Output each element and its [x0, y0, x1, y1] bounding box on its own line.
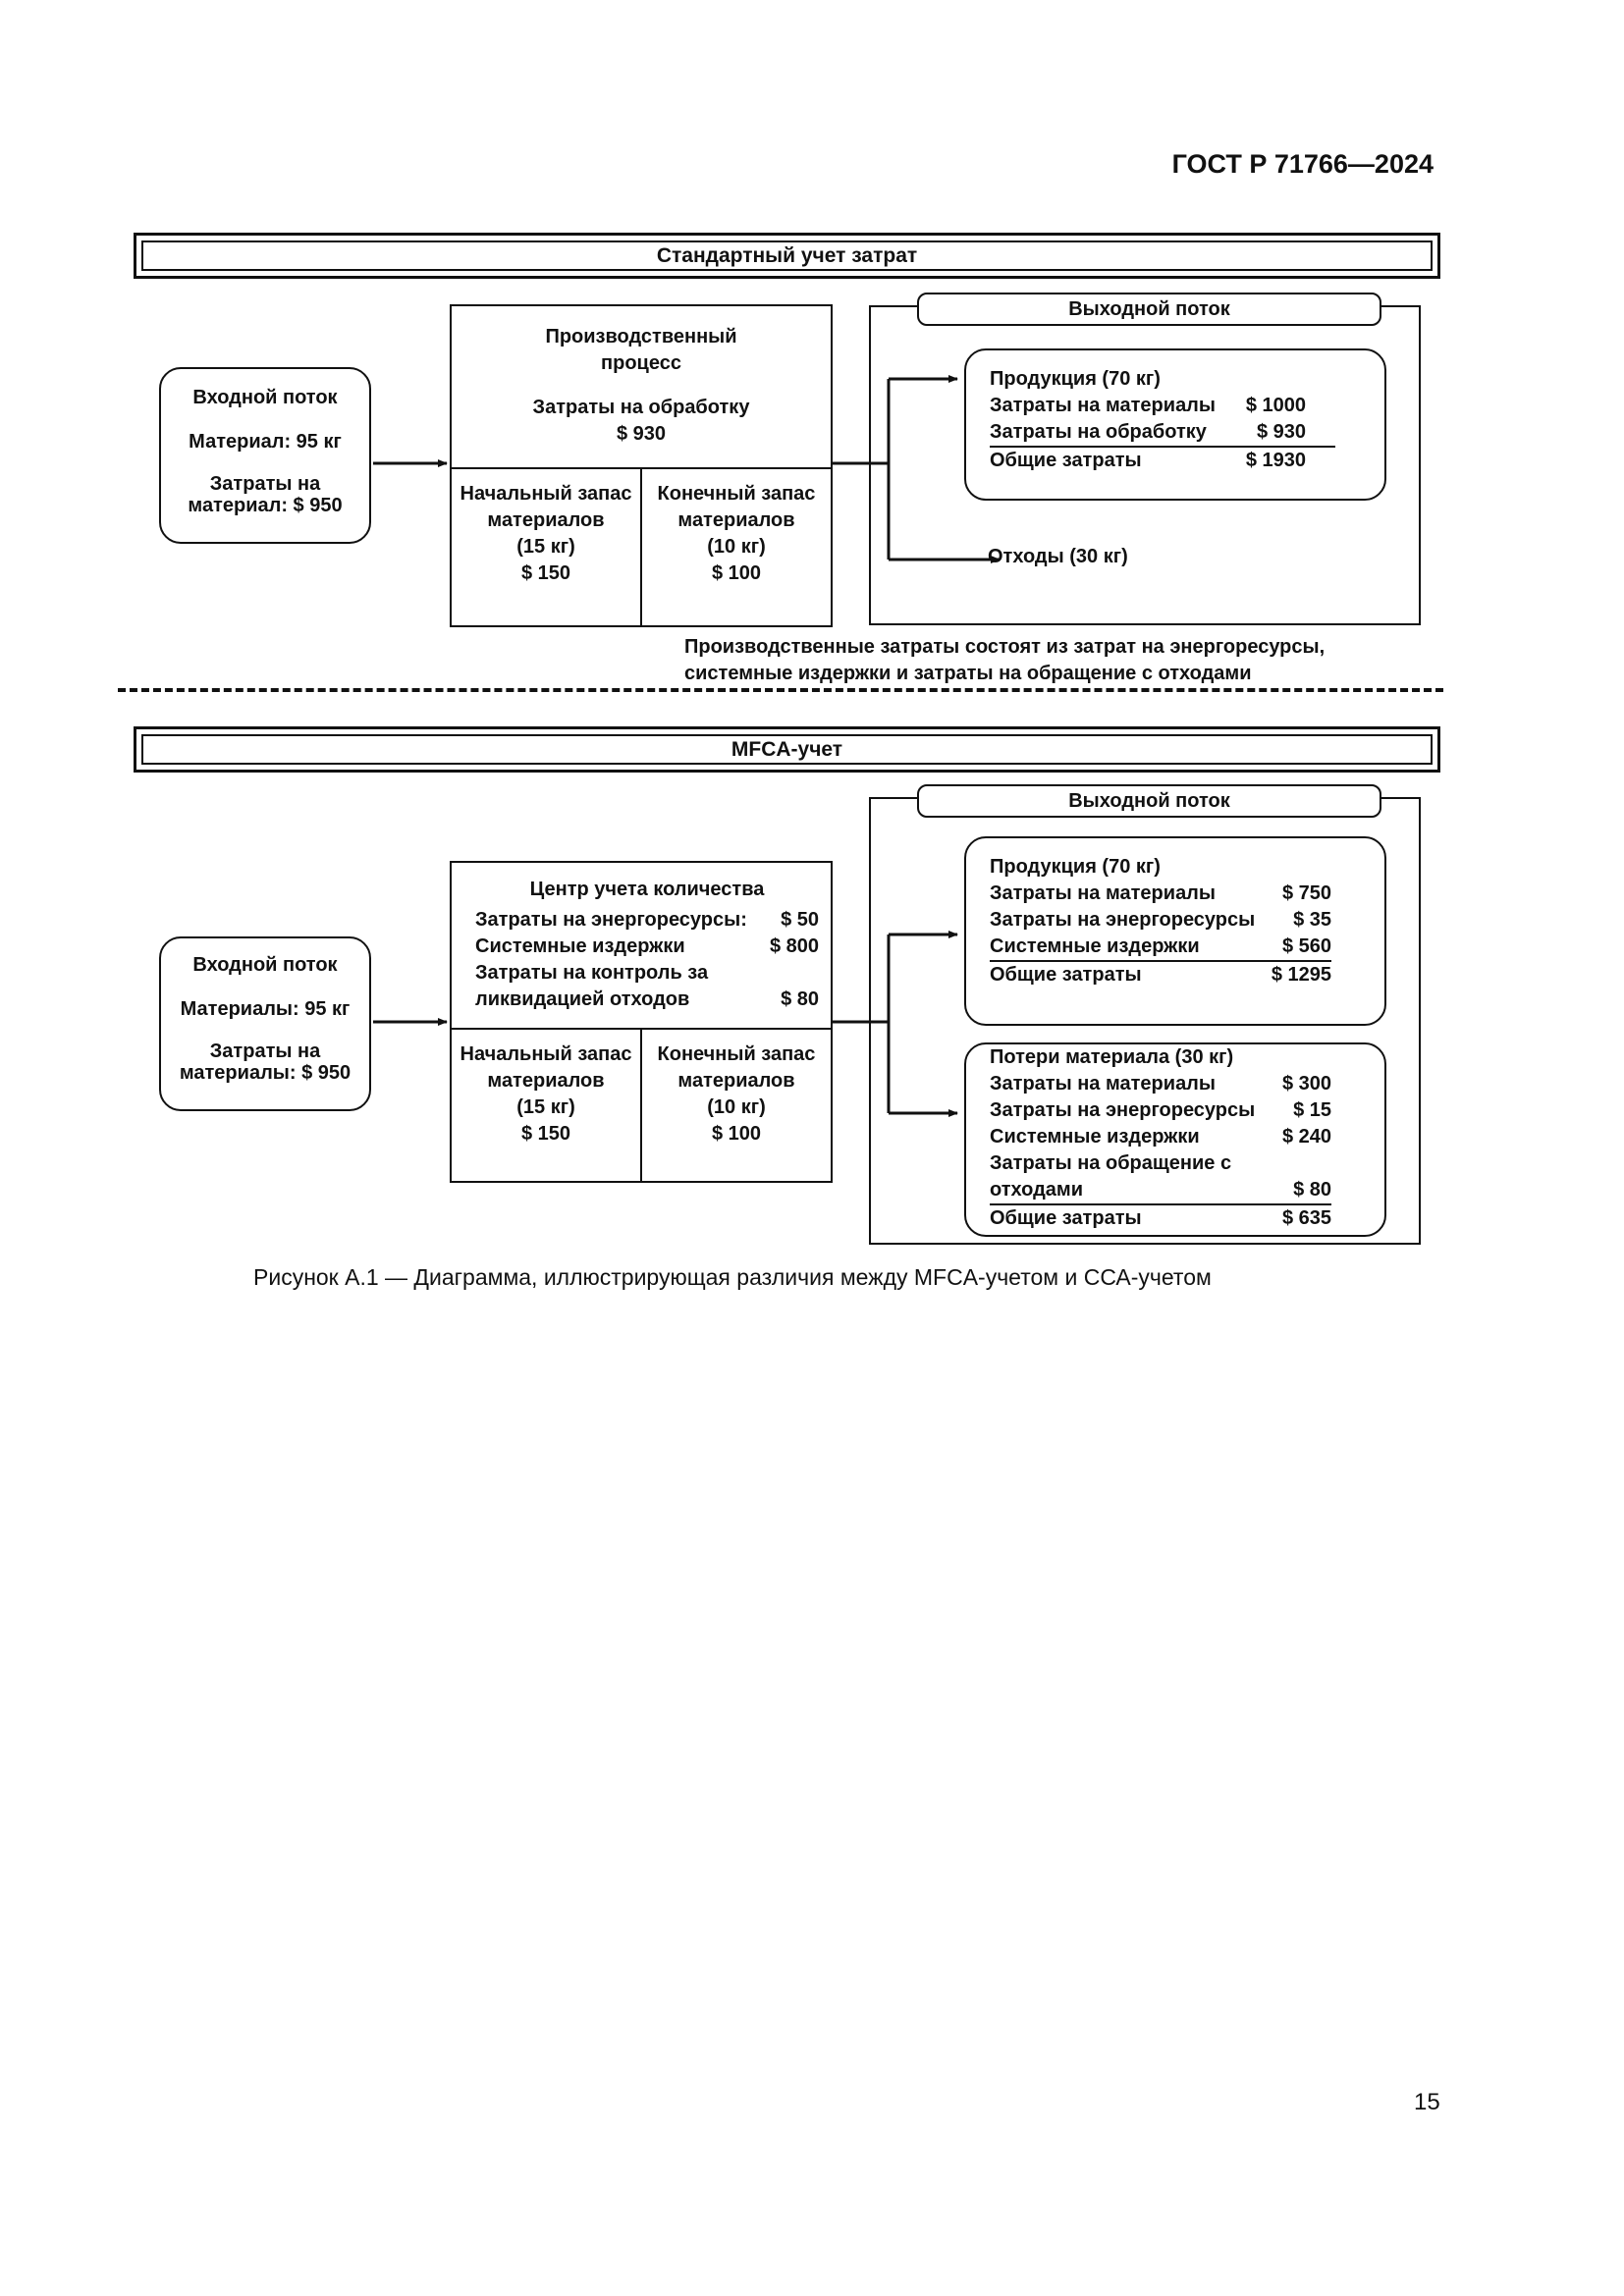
- figure-caption: Рисунок А.1 — Диаграмма, иллюстрирующая …: [253, 1264, 1212, 1290]
- input-cost-line1: Затраты на: [209, 473, 321, 495]
- start-stock-line: (15 кг): [516, 536, 575, 558]
- loss-cost-row: Затраты на материалы$ 300: [990, 1073, 1331, 1095]
- end-stock-line: $ 100: [711, 1123, 762, 1145]
- product-cost-row: Затраты на обработку$ 930: [990, 419, 1335, 448]
- center-cost-row: ликвидацией отходов$ 80: [475, 988, 819, 1010]
- process-title-line1: Производственный: [545, 326, 737, 347]
- end-stock-line: материалов: [677, 1070, 795, 1092]
- start-stock-cell: Начальный запас материалов (15 кг) $ 150: [452, 1030, 642, 1182]
- page-number: 15: [1414, 2089, 1440, 2115]
- end-stock-line: Конечный запас: [657, 1043, 816, 1065]
- quantity-center-title: Центр учета количества: [529, 879, 765, 900]
- loss-cost-row: Системные издержки$ 240: [990, 1126, 1331, 1148]
- processing-cost-label: Затраты на обработку: [532, 397, 750, 418]
- standard-input-flow-box: Входной поток Материал: 95 кг Затраты на…: [159, 367, 371, 544]
- loss-title: Потери материала (30 кг): [990, 1046, 1234, 1068]
- production-process-box: Производственный процесс Затраты на обра…: [450, 304, 833, 627]
- section-divider: [118, 688, 1443, 692]
- end-stock-cell: Конечный запас материалов (10 кг) $ 100: [642, 1030, 831, 1182]
- note-line1: Производственные затраты состоят из затр…: [684, 636, 1326, 658]
- standard-output-tab: Выходной поток: [917, 293, 1381, 326]
- product-total-row: Общие затраты$ 1295: [990, 964, 1331, 986]
- input-flow-title: Входной поток: [192, 954, 338, 976]
- end-stock-line: (10 кг): [707, 1096, 766, 1118]
- mfca-banner: MFCA-учет: [134, 726, 1440, 773]
- center-cost-row: Затраты на энергоресурсы:$ 50: [475, 909, 819, 931]
- standard-costing-title: Стандартный учет затрат: [141, 240, 1433, 271]
- product-cost-row: Затраты на энергоресурсы$ 35: [990, 909, 1331, 931]
- note-line2: системные издержки и затраты на обращени…: [684, 663, 1252, 684]
- loss-total-row: Общие затраты$ 635: [990, 1207, 1331, 1229]
- quantity-center-box: Центр учета количества Затраты на энерго…: [450, 861, 833, 1183]
- input-material: Материал: 95 кг: [189, 431, 342, 453]
- waste-label: Отходы (30 кг): [988, 546, 1128, 567]
- standard-product-box: Продукция (70 кг) Затраты на материалы$ …: [964, 348, 1386, 501]
- product-cost-row: Системные издержки$ 560: [990, 934, 1331, 962]
- input-cost-line2: материалы: $ 950: [179, 1062, 352, 1084]
- product-total-row: Общие затраты$ 1930: [990, 450, 1306, 471]
- production-cost-note: Производственные затраты состоят из затр…: [684, 634, 1325, 687]
- product-cost-row: Затраты на материалы$ 1000: [990, 395, 1306, 416]
- input-flow-title: Входной поток: [192, 387, 338, 408]
- processing-cost-value: $ 930: [616, 423, 667, 445]
- mfca-output-tab: Выходной поток: [917, 784, 1381, 818]
- product-title: Продукция (70 кг): [990, 368, 1161, 390]
- loss-cost-row: Затраты на энергоресурсы$ 15: [990, 1099, 1331, 1121]
- material-loss-box: Потери материала (30 кг) Затраты на мате…: [964, 1042, 1386, 1237]
- end-stock-cell: Конечный запас материалов (10 кг) $ 100: [642, 469, 831, 626]
- standard-costing-banner: Стандартный учет затрат: [134, 233, 1440, 279]
- product-title: Продукция (70 кг): [990, 856, 1161, 878]
- end-stock-line: Конечный запас: [657, 483, 816, 505]
- start-stock-line: $ 150: [520, 562, 571, 584]
- loss-cost-row: Затраты на обращение с: [990, 1152, 1232, 1174]
- process-title-line2: процесс: [601, 352, 681, 374]
- input-cost-line2: материал: $ 950: [188, 495, 343, 516]
- end-stock-line: (10 кг): [707, 536, 766, 558]
- start-stock-line: (15 кг): [516, 1096, 575, 1118]
- center-cost-row: Затраты на контроль за: [475, 962, 709, 984]
- start-stock-line: Начальный запас: [460, 483, 632, 505]
- end-stock-line: материалов: [677, 509, 795, 531]
- mfca-input-flow-box: Входной поток Материалы: 95 кг Затраты н…: [159, 936, 371, 1111]
- mfca-title: MFCA-учет: [141, 734, 1433, 765]
- input-material: Материалы: 95 кг: [180, 998, 351, 1020]
- end-stock-line: $ 100: [711, 562, 762, 584]
- start-stock-line: Начальный запас: [460, 1043, 632, 1065]
- loss-cost-row: отходами$ 80: [990, 1177, 1331, 1205]
- start-stock-line: материалов: [487, 509, 605, 531]
- input-cost-line1: Затраты на: [209, 1041, 321, 1062]
- start-stock-line: $ 150: [520, 1123, 571, 1145]
- mfca-product-box: Продукция (70 кг) Затраты на материалы$ …: [964, 836, 1386, 1026]
- center-cost-row: Системные издержки$ 800: [475, 935, 819, 957]
- product-cost-row: Затраты на материалы$ 750: [990, 882, 1331, 904]
- document-code: ГОСТ Р 71766—2024: [1171, 149, 1434, 179]
- start-stock-line: материалов: [487, 1070, 605, 1092]
- start-stock-cell: Начальный запас материалов (15 кг) $ 150: [452, 469, 642, 626]
